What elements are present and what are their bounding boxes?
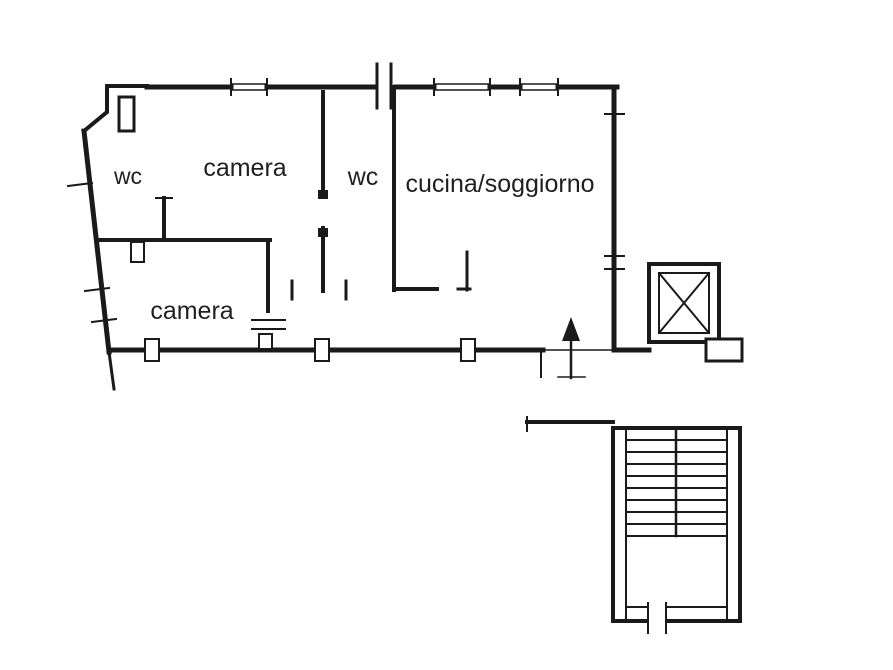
- window-tick: [90, 317, 118, 324]
- wall-pier: [314, 338, 330, 362]
- entrance-arrow: [557, 317, 586, 380]
- wall-pier: [460, 338, 476, 362]
- interior-walls: [94, 85, 472, 330]
- room-label-wc-middle: wc: [347, 163, 379, 191]
- wall-notch: [258, 333, 273, 350]
- elevator-cross-line: [657, 271, 711, 335]
- outer-walls: [66, 62, 652, 391]
- wall-pier: [144, 338, 160, 362]
- wall-pier: [130, 241, 145, 263]
- room-labels: wc camera wc cucina/soggiorno camera: [113, 154, 595, 325]
- room-label-cucina-soggiorno: cucina/soggiorno: [405, 170, 594, 198]
- elevator-outer-wall: [647, 262, 721, 344]
- stairwell: [525, 416, 742, 634]
- door-jamb-block: [318, 190, 328, 199]
- window-tick: [66, 181, 94, 188]
- room-label-camera-bottom: camera: [150, 297, 233, 325]
- elevator-shaft: [647, 262, 744, 363]
- left-diagonal-wall-tail: [107, 350, 116, 391]
- top-left-step-wall: [81, 84, 149, 134]
- door-jamb-block: [318, 228, 328, 237]
- elevator-cab: [658, 272, 710, 334]
- top-left-pier: [117, 95, 136, 133]
- window-tick: [83, 286, 111, 293]
- room-label-wc-top: wc: [113, 163, 142, 189]
- entrance-arrow-head: [562, 317, 580, 341]
- room-label-camera-top: camera: [203, 154, 286, 182]
- elevator-side-block: [704, 337, 744, 363]
- stair-door-gap: [649, 604, 665, 624]
